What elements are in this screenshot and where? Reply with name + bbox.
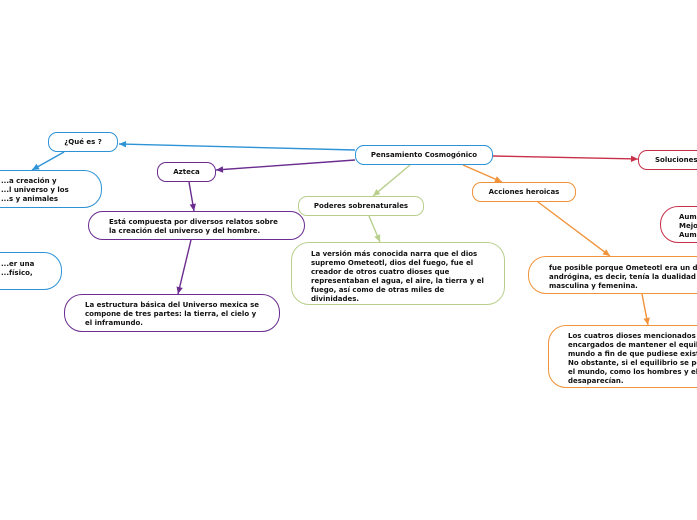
azteca-label: Azteca bbox=[173, 167, 200, 176]
que-es-description-2-text: ...er una ...físico, bbox=[1, 260, 35, 277]
root-node[interactable]: Pensamiento Cosmogónico bbox=[355, 145, 493, 165]
edge-acciones-desc1 bbox=[537, 201, 611, 257]
que-es-description-1[interactable]: ...a creación y ...l universo y los ...s… bbox=[0, 170, 102, 208]
que-es-description-1-text: ...a creación y ...l universo y los ...s… bbox=[1, 177, 69, 203]
edge-root-poderes bbox=[372, 164, 411, 197]
que-es-label: ¿Qué es ? bbox=[64, 137, 102, 146]
poderes-label: Poderes sobrenaturales bbox=[313, 201, 409, 210]
azteca-description-1[interactable]: Está compuesta por diversos relatos sobr… bbox=[88, 211, 305, 240]
soluciones-description[interactable]: Aum... Mejo... Aum... bbox=[660, 206, 697, 243]
poderes-node[interactable]: Poderes sobrenaturales bbox=[298, 196, 424, 216]
edge-root-acciones bbox=[462, 164, 503, 183]
edge-azteca-desc2 bbox=[176, 239, 192, 295]
edge-root-azteca bbox=[215, 159, 356, 173]
edge-azteca-desc1 bbox=[188, 181, 196, 212]
que-es-node[interactable]: ¿Qué es ? bbox=[48, 132, 118, 152]
acciones-description-2-text: Los cuatros dioses mencionados ... encar… bbox=[568, 332, 697, 385]
acciones-label: Acciones heroicas bbox=[488, 187, 560, 196]
azteca-description-2-text: La estructura básica del Universo mexica… bbox=[85, 301, 260, 327]
soluciones-description-text: Aum... Mejo... Aum... bbox=[679, 213, 697, 239]
acciones-node[interactable]: Acciones heroicas bbox=[472, 182, 576, 202]
edge-poderes-desc bbox=[368, 215, 381, 243]
edge-root-soluciones bbox=[492, 155, 639, 163]
edge-que-es-desc1 bbox=[31, 151, 65, 171]
azteca-description-1-text: Está compuesta por diversos relatos sobr… bbox=[109, 218, 278, 235]
soluciones-label: Soluciones bbox=[655, 155, 697, 164]
edge-acc-desc1-desc2 bbox=[641, 293, 650, 326]
root-label: Pensamiento Cosmogónico bbox=[370, 150, 478, 159]
acciones-description-1[interactable]: fue posible porque Ometeotl era un di...… bbox=[528, 256, 697, 294]
acciones-description-1-text: fue posible porque Ometeotl era un di...… bbox=[549, 264, 697, 290]
edge-root-que-es bbox=[118, 140, 356, 151]
azteca-description-2[interactable]: La estructura básica del Universo mexica… bbox=[64, 294, 280, 332]
poderes-description-text: La versión más conocida narra que el dio… bbox=[311, 250, 484, 303]
acciones-description-2[interactable]: Los cuatros dioses mencionados ... encar… bbox=[548, 325, 697, 388]
poderes-description[interactable]: La versión más conocida narra que el dio… bbox=[291, 242, 505, 305]
que-es-description-2[interactable]: ...er una ...físico, bbox=[0, 252, 62, 290]
soluciones-node[interactable]: Soluciones bbox=[638, 150, 697, 170]
azteca-node[interactable]: Azteca bbox=[157, 162, 216, 182]
